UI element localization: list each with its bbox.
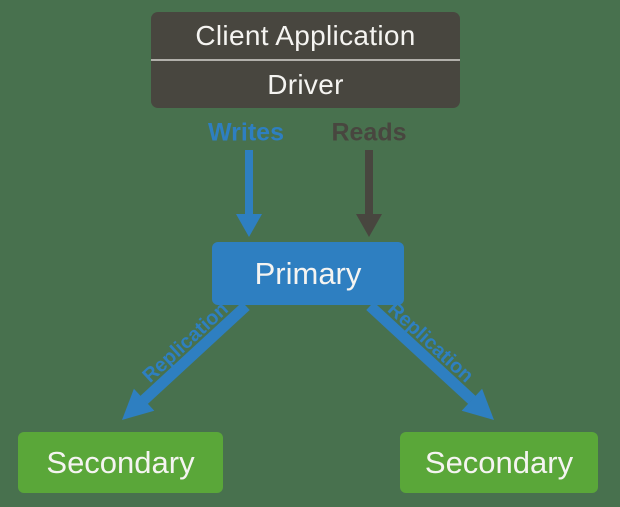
client-application-box: Client Application Driver	[151, 12, 460, 108]
replication-arrow-right	[366, 301, 494, 420]
reads-label: Reads	[331, 118, 407, 147]
replication-arrow-left	[122, 301, 250, 420]
client-driver-divider	[151, 59, 460, 61]
writes-label: Writes	[208, 118, 284, 147]
primary-node: Primary	[212, 242, 404, 305]
reads-arrow	[356, 150, 382, 237]
secondary-node-right: Secondary	[400, 432, 598, 493]
writes-arrow	[236, 150, 262, 237]
secondary-node-left: Secondary	[18, 432, 223, 493]
client-application-label: Client Application	[195, 19, 416, 51]
driver-label: Driver	[267, 68, 344, 100]
